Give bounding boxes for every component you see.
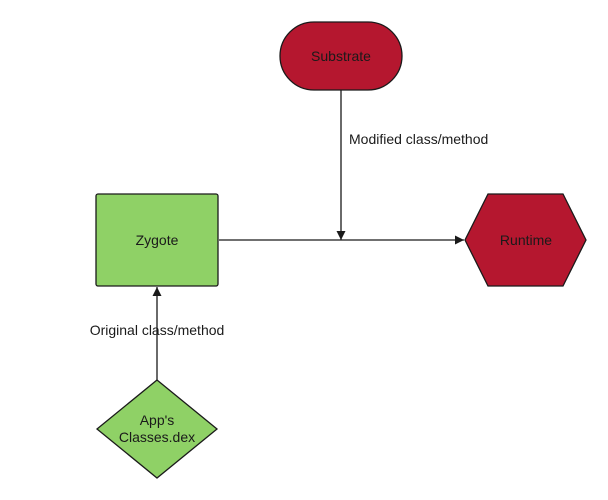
substrate-label: Substrate: [311, 48, 371, 64]
edge-label-original: Original class/method: [90, 322, 225, 338]
app-classes-label-line2: Classes.dex: [119, 429, 195, 445]
runtime-label: Runtime: [500, 232, 552, 248]
runtime-shape: [464, 193, 587, 287]
node-runtime[interactable]: Runtime: [464, 193, 587, 287]
edge-label-modified: Modified class/method: [349, 131, 488, 147]
node-app-classes[interactable]: App's Classes.dex: [95, 379, 219, 479]
zygote-shape: [95, 193, 219, 287]
app-classes-shape: [95, 379, 219, 479]
substrate-shape: [279, 21, 403, 91]
node-zygote[interactable]: Zygote: [95, 193, 219, 287]
app-classes-label-line1: App's: [140, 412, 175, 428]
node-substrate[interactable]: Substrate: [279, 21, 403, 91]
zygote-label: Zygote: [136, 232, 179, 248]
